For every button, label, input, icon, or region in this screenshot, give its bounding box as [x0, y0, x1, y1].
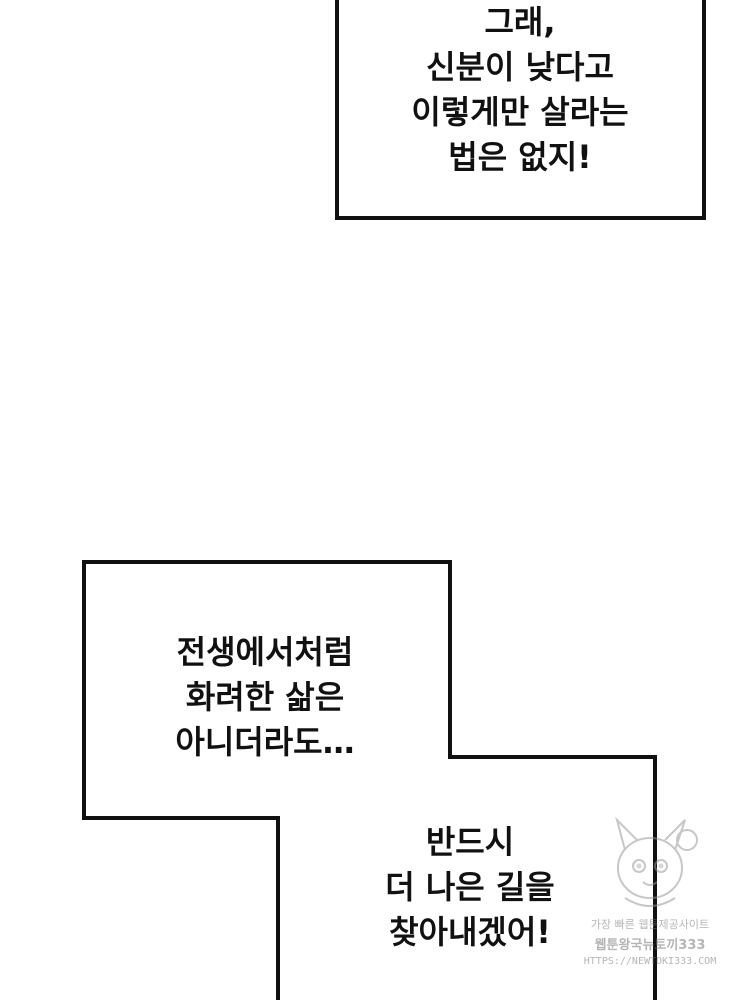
- caption-box-top: [335, 0, 706, 220]
- mascot-icon: [615, 816, 698, 907]
- site-watermark: 가장 빠른 웹툰제공사이트 웹툰왕국뉴토끼333 HTTPS://NEWTOKI…: [575, 810, 725, 985]
- caption-top-line: 그래,: [484, 3, 556, 41]
- caption-bottom: 반드시 더 나은 길을 찾아내겠어!: [330, 820, 610, 955]
- caption-bottom-line: 반드시: [425, 823, 515, 861]
- caption-top: 그래, 신분이 낮다고 이렇게만 살라는 법은 없지!: [345, 0, 695, 180]
- caption-bottom-line: 찾아내겠어!: [389, 913, 551, 951]
- caption-middle-line: 전생에서처럼: [176, 633, 354, 671]
- caption-middle: 전생에서처럼 화려한 삶은 아니더라도…: [115, 630, 415, 765]
- caption-top-line: 이렇게만 살라는: [411, 93, 629, 131]
- caption-middle-line: 아니더라도…: [175, 723, 355, 761]
- watermark-site-name: 웹툰왕국뉴토끼333: [594, 938, 706, 953]
- caption-bottom-line: 더 나은 길을: [385, 868, 555, 906]
- caption-top-line: 신분이 낮다고: [426, 48, 614, 86]
- watermark-url: HTTPS://NEWTOKI333.COM: [583, 956, 717, 967]
- watermark-tagline: 가장 빠른 웹툰제공사이트: [590, 918, 710, 931]
- caption-box-merged: [82, 560, 657, 1000]
- caption-top-line: 법은 없지!: [448, 138, 592, 176]
- caption-middle-line: 화려한 삶은: [185, 678, 345, 716]
